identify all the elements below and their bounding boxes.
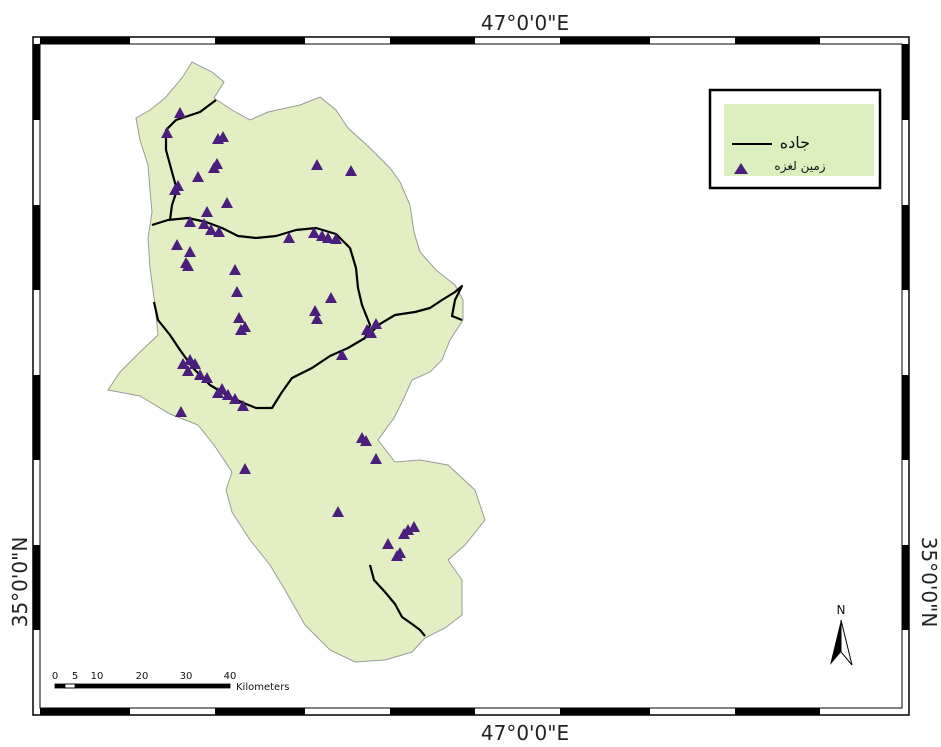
landslide-marker bbox=[194, 369, 206, 380]
frame-graticule-ticks bbox=[33, 37, 909, 715]
scale-tick-label: 40 bbox=[224, 671, 237, 682]
landslide-marker bbox=[201, 206, 213, 217]
landslide-marker bbox=[332, 506, 344, 517]
landslide-marker bbox=[398, 528, 410, 539]
landslide-marker bbox=[212, 387, 224, 398]
landslide-marker bbox=[233, 312, 245, 323]
north-arrow-label: N bbox=[837, 603, 846, 617]
landslide-marker bbox=[174, 107, 186, 118]
top-coordinate-label: 47°0'0"E bbox=[481, 11, 569, 35]
landslide-marker bbox=[198, 218, 210, 229]
scale-tick-label: 30 bbox=[180, 671, 193, 682]
left-coordinate-label: 35°0'0"N bbox=[8, 537, 32, 628]
landslide-marker bbox=[213, 226, 225, 237]
landslide-marker bbox=[308, 227, 320, 238]
landslide-marker bbox=[171, 239, 183, 250]
right-coordinate-label: 35°0'0"N bbox=[917, 537, 941, 628]
landslide-marker bbox=[222, 389, 234, 400]
landslide-marker bbox=[205, 224, 217, 235]
landslide-marker bbox=[309, 305, 321, 316]
landslide-marker bbox=[237, 400, 249, 411]
landslide-layer bbox=[161, 107, 420, 561]
north-arrow-icon: N bbox=[830, 603, 853, 666]
landslide-marker bbox=[336, 349, 348, 360]
landslide-marker bbox=[184, 246, 196, 257]
road-line bbox=[368, 564, 426, 637]
landslide-marker bbox=[182, 260, 194, 271]
bottom-coordinate-label: 47°0'0"E bbox=[481, 721, 569, 745]
landslide-marker bbox=[182, 365, 194, 376]
landslide-marker bbox=[370, 318, 382, 329]
landslide-marker bbox=[229, 393, 241, 404]
landslide-marker bbox=[311, 159, 323, 170]
landslide-marker bbox=[283, 232, 295, 243]
scale-tick-label: 5 bbox=[72, 671, 78, 682]
landslide-marker bbox=[311, 313, 323, 324]
landslide-marker bbox=[325, 292, 337, 303]
study-area-region bbox=[107, 61, 486, 663]
landslide-marker bbox=[382, 538, 394, 549]
landslide-marker bbox=[177, 358, 189, 369]
landslide-marker bbox=[330, 233, 342, 244]
scale-bar: 0 5 10 20 30 40 Kilometers bbox=[52, 671, 290, 693]
road-line bbox=[364, 284, 464, 339]
landslide-marker bbox=[221, 197, 233, 208]
scale-unit-label: Kilometers bbox=[236, 682, 290, 693]
landslide-marker bbox=[235, 324, 247, 335]
landslide-marker bbox=[201, 372, 213, 383]
legend-landslide-label: زمین لغزه bbox=[774, 159, 825, 174]
landslide-marker bbox=[239, 463, 251, 474]
landslide-marker bbox=[360, 435, 372, 446]
landslide-marker bbox=[365, 327, 377, 338]
landslide-marker bbox=[217, 131, 229, 142]
landslide-marker bbox=[184, 216, 196, 227]
legend-background bbox=[724, 104, 874, 176]
landslide-marker bbox=[208, 162, 220, 173]
landslide-marker bbox=[161, 127, 173, 138]
landslide-marker bbox=[175, 406, 187, 417]
scale-tick-label: 20 bbox=[136, 671, 149, 682]
landslide-marker bbox=[345, 165, 357, 176]
landslide-marker bbox=[408, 521, 420, 532]
landslide-marker bbox=[370, 453, 382, 464]
landslide-marker bbox=[391, 550, 403, 561]
road-line bbox=[164, 99, 217, 221]
landslide-marker bbox=[231, 286, 243, 297]
road-line bbox=[151, 216, 372, 339]
legend-road-label: جاده bbox=[780, 133, 810, 152]
roads-layer bbox=[151, 99, 464, 637]
landslide-marker bbox=[192, 171, 204, 182]
road-line bbox=[152, 301, 366, 410]
legend-landslide-symbol bbox=[734, 163, 748, 174]
landslide-marker bbox=[322, 232, 334, 243]
landslide-marker bbox=[169, 184, 181, 195]
landslide-marker bbox=[229, 264, 241, 275]
scale-tick-label: 10 bbox=[91, 671, 104, 682]
landslide-marker bbox=[189, 358, 201, 369]
scale-tick-label: 0 bbox=[52, 671, 58, 682]
